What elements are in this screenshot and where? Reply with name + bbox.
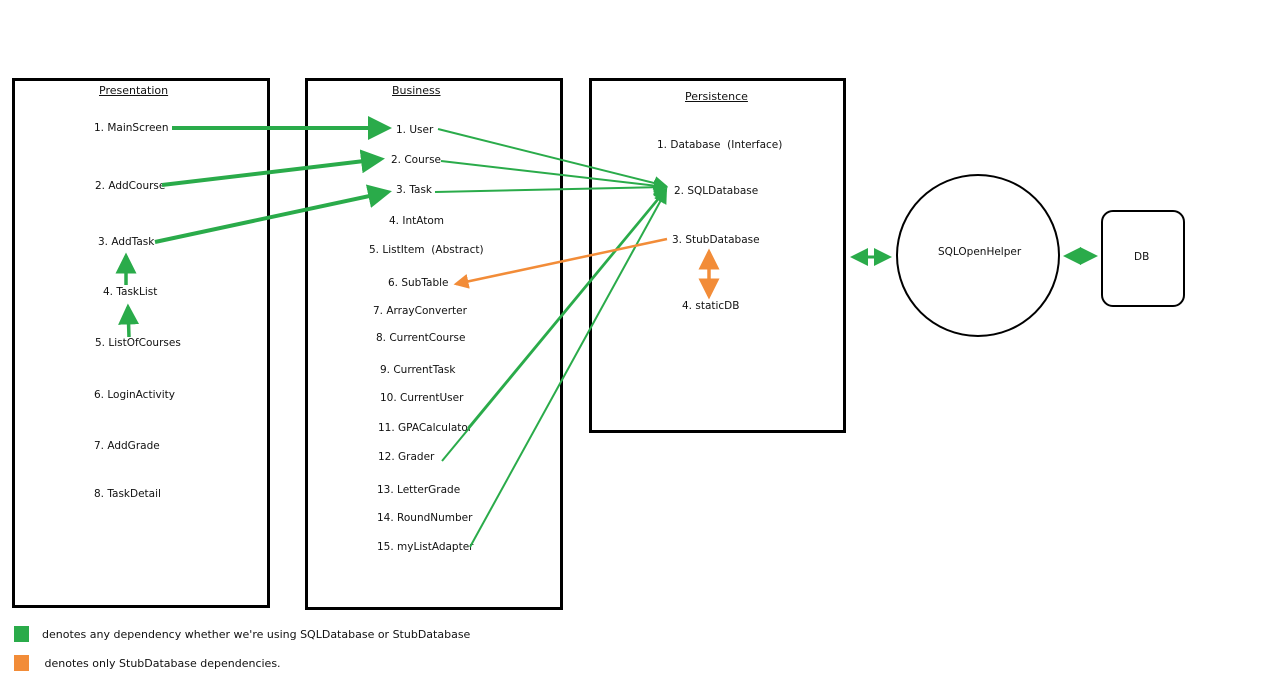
presentation-item-mainscreen: 1. MainScreen bbox=[94, 122, 169, 134]
presentation-item-addgrade: 7. AddGrade bbox=[94, 440, 160, 452]
business-item-user: 1. User bbox=[396, 124, 434, 136]
business-item-mylistadapter: 15. myListAdapter bbox=[377, 541, 474, 553]
business-title: Business bbox=[392, 84, 441, 97]
presentation-item-taskdetail: 8. TaskDetail bbox=[94, 488, 161, 500]
legend-green-swatch bbox=[14, 626, 29, 642]
business-layer-box bbox=[305, 78, 563, 610]
business-item-roundnumber: 14. RoundNumber bbox=[377, 512, 473, 524]
presentation-item-addcourse: 2. AddCourse bbox=[95, 180, 166, 192]
db-label: DB bbox=[1134, 251, 1150, 263]
business-item-lettergrade: 13. LetterGrade bbox=[377, 484, 461, 496]
arrow-user-to-sqldatabase bbox=[437, 128, 668, 190]
persistence-item-stubdatabase: 3. StubDatabase bbox=[672, 234, 760, 246]
business-item-arrayconverter: 7. ArrayConverter bbox=[373, 305, 467, 317]
business-item-listitem: 5. ListItem (Abstract) bbox=[369, 244, 484, 256]
arrow-addcourse-to-course bbox=[161, 149, 385, 187]
business-item-intatom: 4. IntAtom bbox=[389, 215, 444, 227]
arrow-addtask-to-task bbox=[154, 184, 392, 244]
arrow-course-to-sqldatabase bbox=[440, 160, 668, 193]
persistence-item-database: 1. Database (Interface) bbox=[657, 139, 783, 151]
sqlopenhelper-label: SQLOpenHelper bbox=[938, 246, 1022, 258]
presentation-item-listofcourses: 5. ListOfCourses bbox=[95, 337, 181, 349]
business-item-grader: 12. Grader bbox=[378, 451, 435, 463]
presentation-layer-box bbox=[12, 78, 270, 608]
presentation-item-addtask: 3. AddTask bbox=[98, 236, 155, 248]
presentation-title: Presentation bbox=[99, 84, 169, 97]
arrow-task-to-sqldatabase bbox=[434, 180, 668, 195]
legend-orange-text: denotes only StubDatabase dependencies. bbox=[41, 657, 281, 670]
presentation-item-tasklist: 4. TaskList bbox=[103, 286, 158, 298]
business-item-course: 2. Course bbox=[391, 154, 442, 166]
business-item-currentuser: 10. CurrentUser bbox=[380, 392, 464, 404]
business-item-gpacalculator: 11. GPACalculator bbox=[378, 422, 473, 434]
arrow-stubdatabase-to-subtable bbox=[453, 237, 668, 289]
presentation-item-loginactivity: 6. LoginActivity bbox=[94, 389, 175, 401]
legend-orange-swatch bbox=[14, 655, 29, 671]
sqlopenhelper-node bbox=[896, 174, 1060, 337]
business-item-currenttask: 9. CurrentTask bbox=[380, 364, 456, 376]
legend-green-text: denotes any dependency whether we're usi… bbox=[42, 628, 471, 641]
arrow-listofcourses-to-tasklist bbox=[118, 303, 140, 338]
persistence-title: Persistence bbox=[685, 90, 748, 103]
db-node bbox=[1101, 210, 1185, 307]
business-item-task: 3. Task bbox=[396, 184, 433, 196]
persistence-item-sqldatabase: 2. SQLDatabase bbox=[674, 185, 759, 197]
business-item-currentcourse: 8. CurrentCourse bbox=[376, 332, 466, 344]
persistence-item-staticdb: 4. staticDB bbox=[682, 300, 740, 312]
business-item-subtable: 6. SubTable bbox=[388, 277, 449, 289]
arrow-grader-to-sqldatabase bbox=[441, 188, 668, 462]
arrow-mylistadapter-to-sqldatabase bbox=[469, 189, 667, 548]
